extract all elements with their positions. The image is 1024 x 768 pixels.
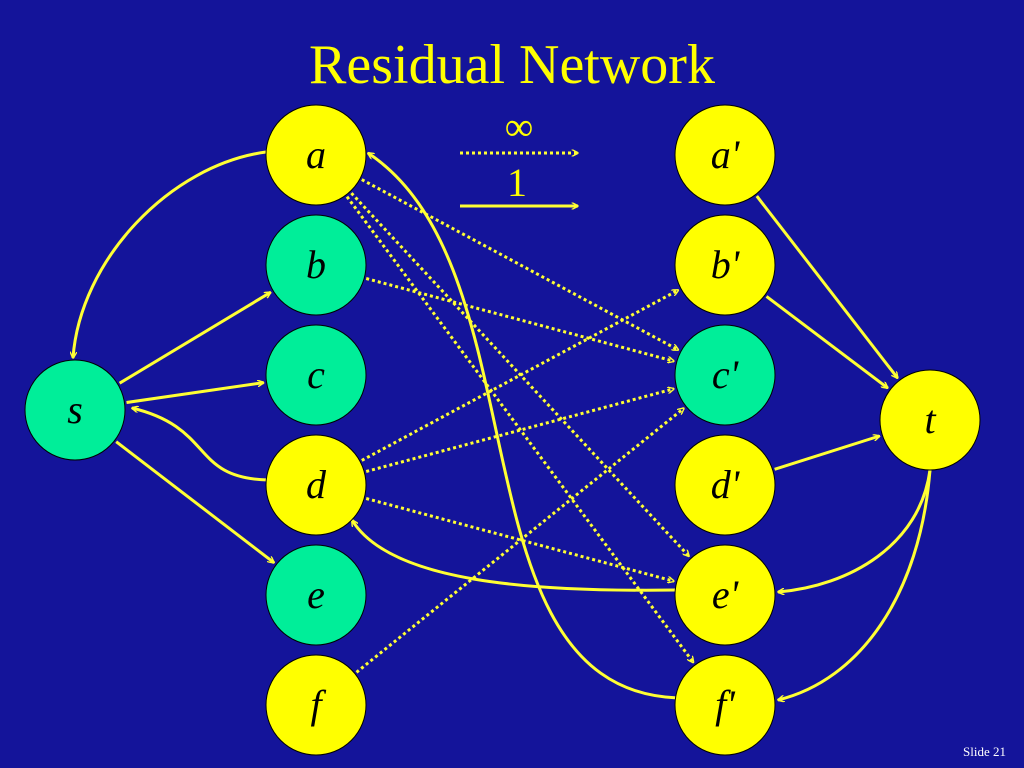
edge-s-to-e — [115, 440, 274, 563]
edge-layer — [73, 150, 932, 700]
node-c-circle — [265, 324, 367, 426]
node-a2: a' — [674, 104, 776, 206]
node-s-label: s — [67, 387, 83, 432]
edge-t-to-f2 — [778, 469, 932, 700]
node-b-label: b — [306, 242, 326, 287]
node-e-circle — [265, 544, 367, 646]
node-b: b — [265, 214, 367, 316]
node-a2-circle — [674, 104, 776, 206]
node-e2: e' — [674, 544, 776, 646]
edge-b-to-c2 — [365, 277, 674, 362]
node-c: c — [265, 324, 367, 426]
node-b2-circle — [674, 214, 776, 316]
node-a-label: a — [306, 132, 326, 177]
node-f2-circle — [674, 654, 776, 756]
node-t-label: t — [924, 397, 936, 442]
node-f: f — [265, 654, 367, 756]
node-s-circle — [24, 359, 126, 461]
node-a: a — [265, 104, 367, 206]
slide-number: Slide 21 — [963, 744, 1006, 759]
node-e-label: e — [307, 572, 325, 617]
node-f2: f' — [674, 654, 776, 756]
node-t-circle — [879, 369, 981, 471]
node-a-circle — [265, 104, 367, 206]
edge-b2-to-t — [765, 295, 888, 388]
edge-a-to-f2 — [345, 195, 693, 663]
slide-title: Residual Network — [309, 34, 715, 96]
node-b2-label: b' — [711, 242, 741, 287]
node-f2-label: f' — [715, 682, 736, 727]
node-d-circle — [265, 434, 367, 536]
edge-a-to-s — [73, 150, 267, 358]
node-e2-circle — [674, 544, 776, 646]
node-e2-label: e' — [712, 572, 740, 617]
edge-d2-to-t — [774, 436, 880, 471]
node-b-circle — [265, 214, 367, 316]
node-s: s — [24, 359, 126, 461]
edge-d-to-c2 — [365, 389, 674, 473]
edge-e2-to-d — [350, 520, 677, 592]
node-d2-circle — [674, 434, 776, 536]
edge-f-to-c2 — [355, 408, 684, 674]
node-c2-circle — [674, 324, 776, 426]
edge-d-to-e2 — [365, 497, 674, 582]
node-b2: b' — [674, 214, 776, 316]
edge-a2-to-t — [755, 195, 898, 378]
edge-s-to-b — [118, 291, 271, 385]
edge-f2-to-a — [368, 153, 679, 700]
node-d2: d' — [674, 434, 776, 536]
node-a2-label: a' — [711, 132, 741, 177]
node-f-circle — [265, 654, 367, 756]
node-d-label: d — [306, 462, 327, 507]
legend: ∞ 1 — [460, 104, 578, 206]
edge-t-to-e2 — [778, 469, 932, 592]
node-c2: c' — [674, 324, 776, 426]
legend-one-label: 1 — [507, 160, 527, 205]
legend-infinity-label: ∞ — [505, 104, 534, 149]
node-d2-label: d' — [711, 462, 741, 507]
node-e: e — [265, 544, 367, 646]
edge-s-to-c — [126, 383, 264, 404]
node-layer: s a b c d ef a' b' c' d' e' f' t — [24, 104, 981, 756]
node-c-label: c — [307, 352, 325, 397]
node-t: t — [879, 369, 981, 471]
node-c2-label: c' — [712, 352, 740, 397]
node-d: d — [265, 434, 367, 536]
edge-d-to-s — [132, 408, 269, 482]
